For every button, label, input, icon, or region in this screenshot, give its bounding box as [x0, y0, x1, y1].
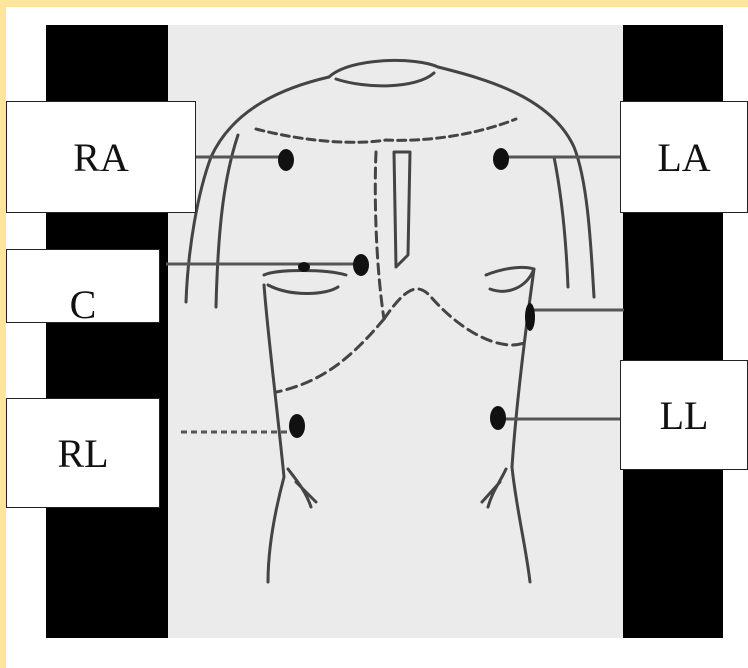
ra-label-box: RA: [6, 101, 196, 213]
rl-label-box: RL: [6, 398, 160, 508]
side-electrode: [525, 303, 535, 331]
small-electrode-mark: [298, 262, 310, 272]
c-label-box: C: [6, 249, 160, 323]
c-label: C: [70, 281, 97, 323]
rl-electrode: [289, 414, 305, 438]
la-label-box: LA: [620, 101, 748, 213]
diagram-frame: RA LA C RL LL: [6, 7, 748, 668]
ll-label: LL: [660, 392, 709, 439]
la-electrode: [493, 148, 509, 170]
la-label: LA: [657, 134, 710, 181]
c-electrode: [353, 254, 369, 276]
ra-electrode: [278, 149, 294, 171]
ra-label: RA: [73, 134, 129, 181]
ll-label-box: LL: [620, 360, 748, 470]
torso-background: [168, 25, 626, 638]
ll-electrode: [490, 406, 506, 430]
rl-label: RL: [57, 430, 108, 477]
